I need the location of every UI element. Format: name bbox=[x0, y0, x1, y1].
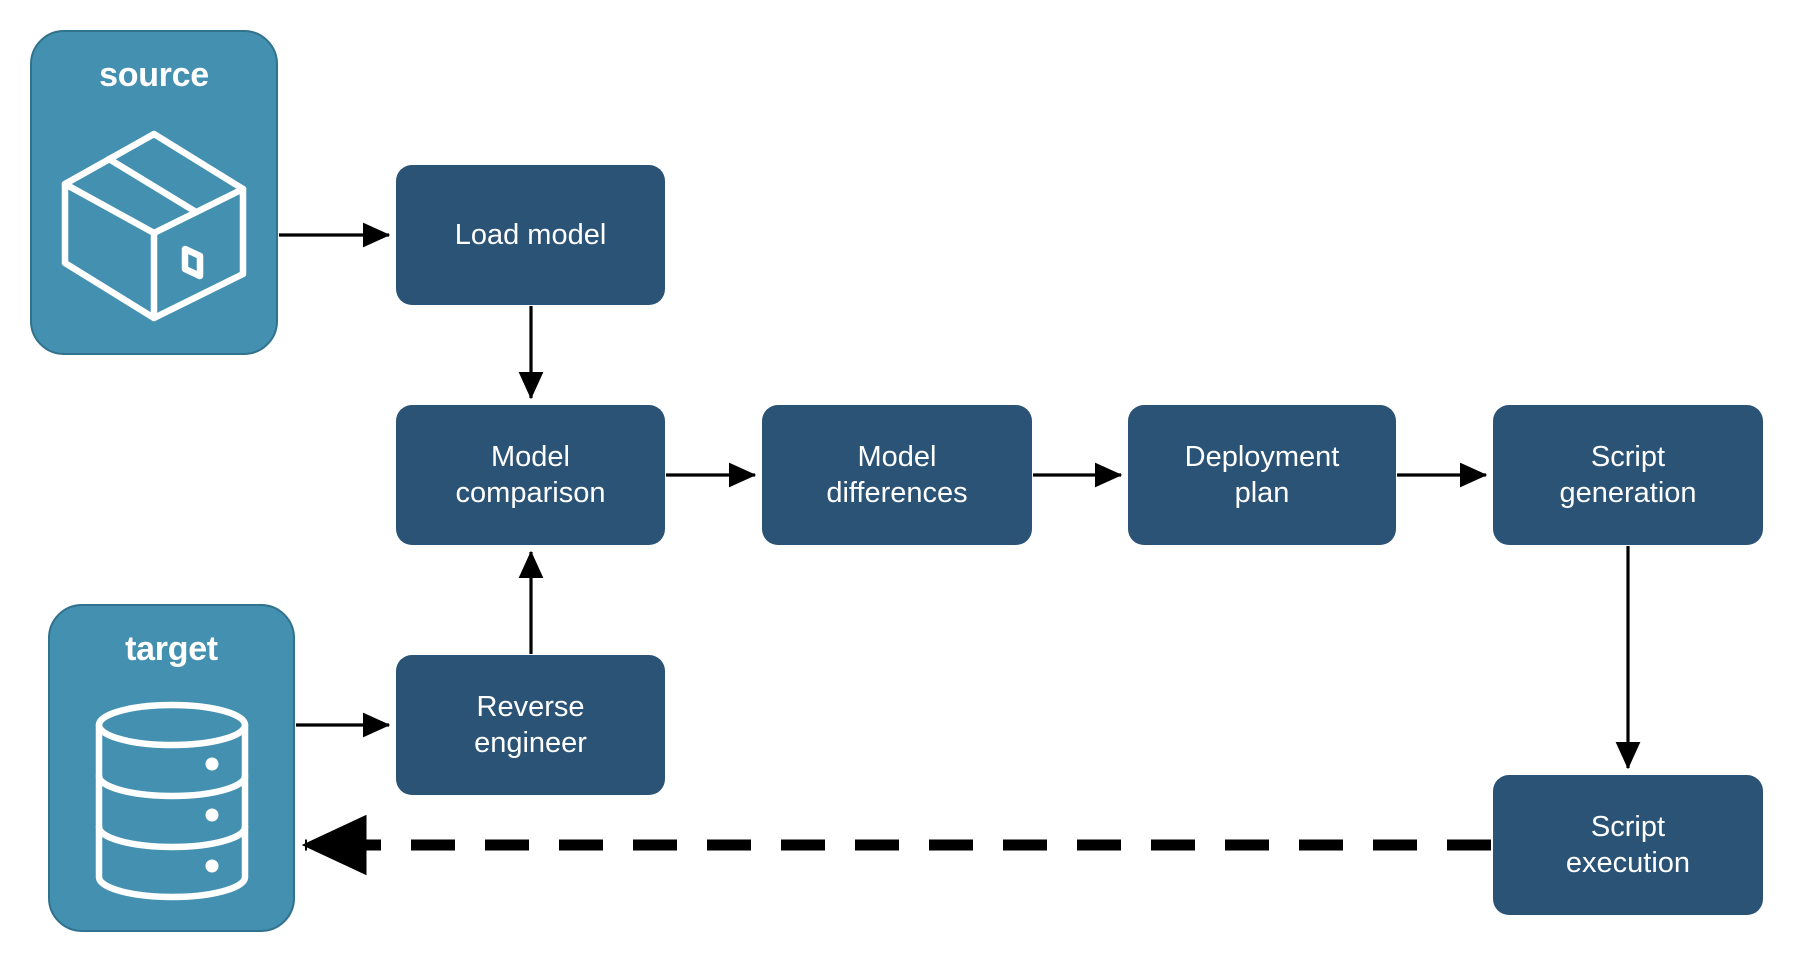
node-reverse-engineer[interactable]: Reverse engineer bbox=[396, 655, 665, 795]
node-model-differences[interactable]: Model differences bbox=[762, 405, 1032, 545]
node-script-execution[interactable]: Script execution bbox=[1493, 775, 1763, 915]
node-deployment-plan[interactable]: Deployment plan bbox=[1128, 405, 1396, 545]
node-script-generation[interactable]: Script generation bbox=[1493, 405, 1763, 545]
node-load-model-line-1: Load model bbox=[454, 218, 607, 251]
node-script-generation-line-1: Script bbox=[1590, 440, 1666, 473]
node-script-execution-line-1: Script bbox=[1590, 810, 1666, 843]
node-model-differences-line-1: Model bbox=[857, 440, 937, 473]
node-script-generation-line-2: generation bbox=[1559, 477, 1697, 509]
node-script-execution-line-2: execution bbox=[1565, 847, 1691, 879]
endpoint-target-label: target bbox=[125, 630, 218, 668]
endpoint-source-label: source bbox=[99, 56, 209, 94]
node-reverse-engineer-line-1: Reverse bbox=[476, 690, 585, 723]
node-deployment-plan-line-1: Deployment bbox=[1184, 440, 1340, 473]
node-model-comparison-line-2: comparison bbox=[455, 477, 606, 509]
package-box-icon bbox=[32, 98, 276, 353]
database-cylinder-icon bbox=[50, 672, 293, 930]
node-model-differences-line-2: differences bbox=[826, 477, 968, 509]
endpoint-target[interactable]: target bbox=[48, 604, 295, 932]
node-reverse-engineer-line-2: engineer bbox=[474, 727, 587, 759]
endpoint-source[interactable]: source bbox=[30, 30, 278, 355]
node-model-comparison[interactable]: Model comparison bbox=[396, 405, 665, 545]
node-deployment-plan-line-2: plan bbox=[1234, 477, 1290, 509]
node-model-comparison-line-1: Model bbox=[491, 440, 570, 473]
node-load-model[interactable]: Load model bbox=[396, 165, 665, 305]
